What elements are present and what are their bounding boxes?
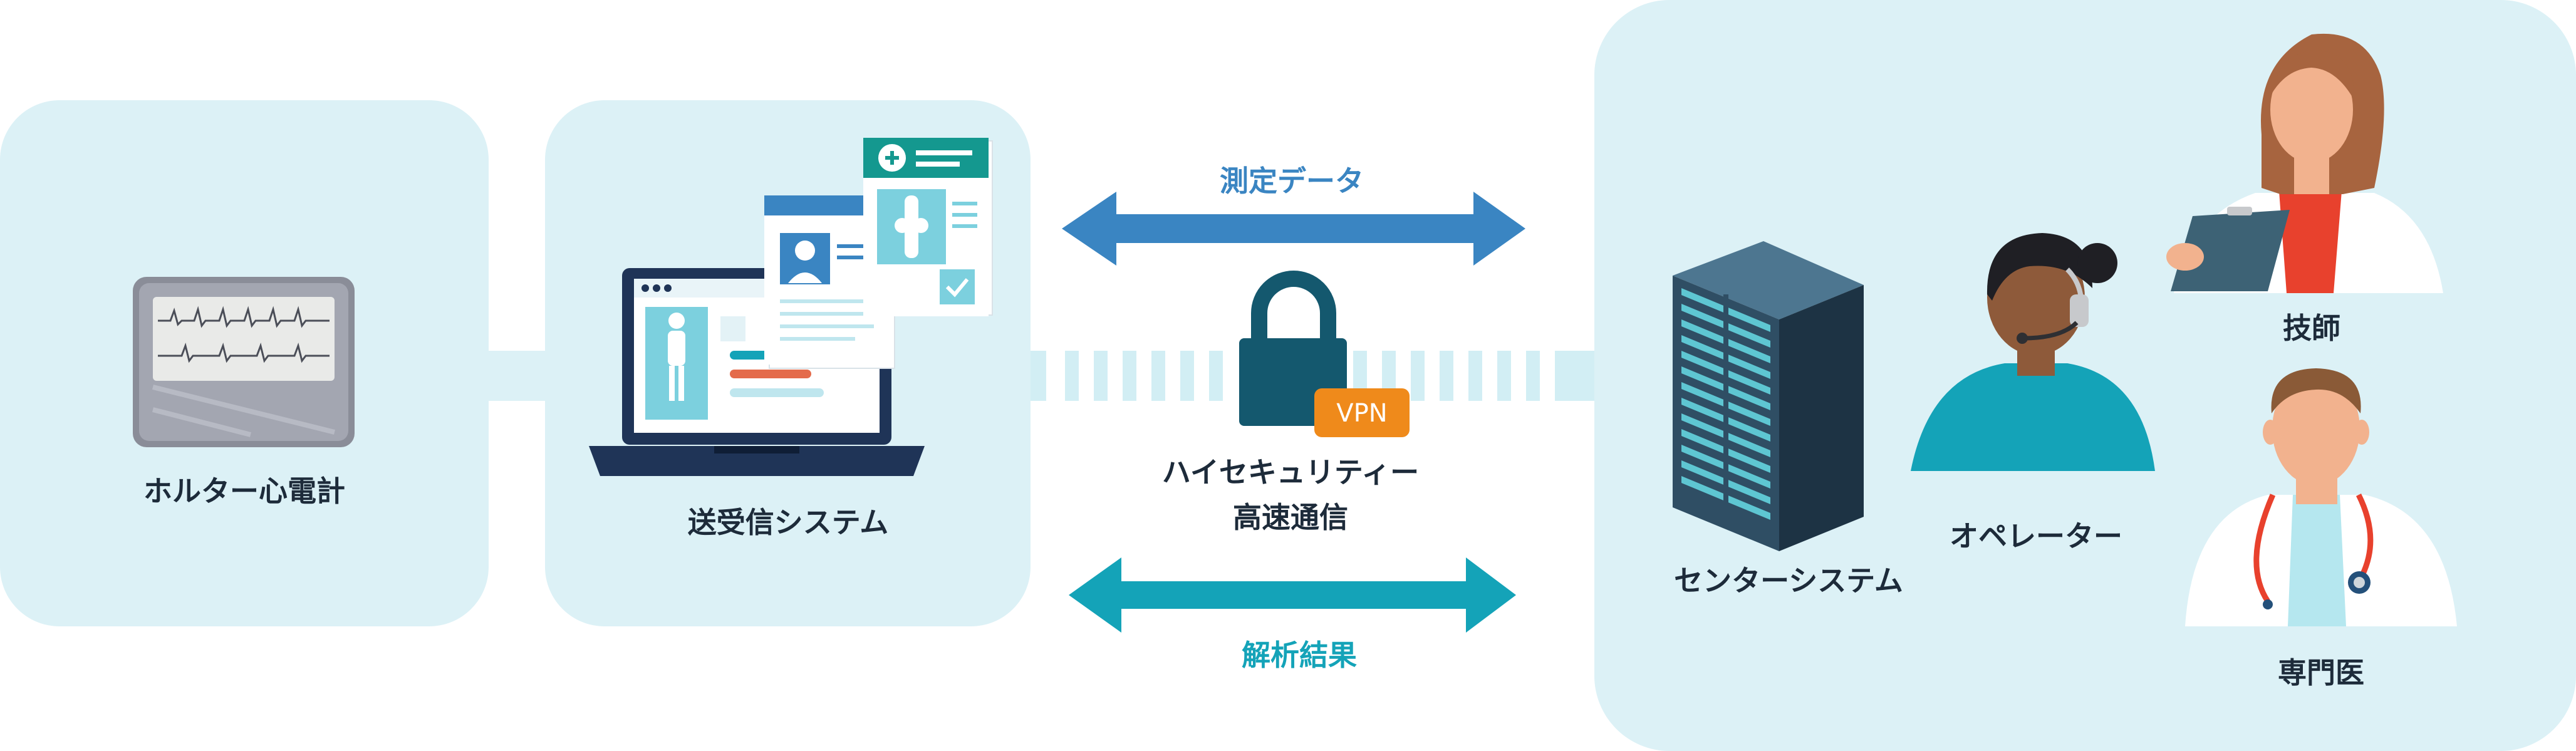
- specialist-icon: [2185, 368, 2457, 626]
- xray-record-icon: [863, 138, 993, 316]
- vpn-badge: VPN: [1314, 388, 1410, 437]
- specialist-label: 専門医: [2278, 656, 2364, 690]
- secure-line-1: ハイセキュリティー: [1162, 455, 1419, 489]
- operator-icon: [1911, 233, 2155, 471]
- connector-holter-transceiver: [482, 351, 551, 401]
- center-system-label: センターシステム: [1674, 564, 1903, 598]
- secure-dashed-connector: [1027, 351, 1597, 401]
- technician-icon: [2166, 33, 2443, 293]
- measurement-arrow: [1062, 192, 1525, 266]
- measurement-label: 測定データ: [1220, 164, 1364, 198]
- secure-line-2: 高速通信: [1233, 500, 1348, 534]
- analysis-arrow: [1069, 557, 1516, 633]
- transceiver-label: 送受信システム: [688, 505, 889, 539]
- holter-label: ホルター心電計: [143, 474, 345, 508]
- holter-monitor-icon: [133, 277, 355, 447]
- operator-label: オペレーター: [1950, 519, 2122, 553]
- svg-text:VPN: VPN: [1336, 399, 1387, 428]
- analysis-label: 解析結果: [1242, 638, 1357, 672]
- server-icon: [1673, 241, 1864, 551]
- technician-label: 技師: [2283, 311, 2340, 345]
